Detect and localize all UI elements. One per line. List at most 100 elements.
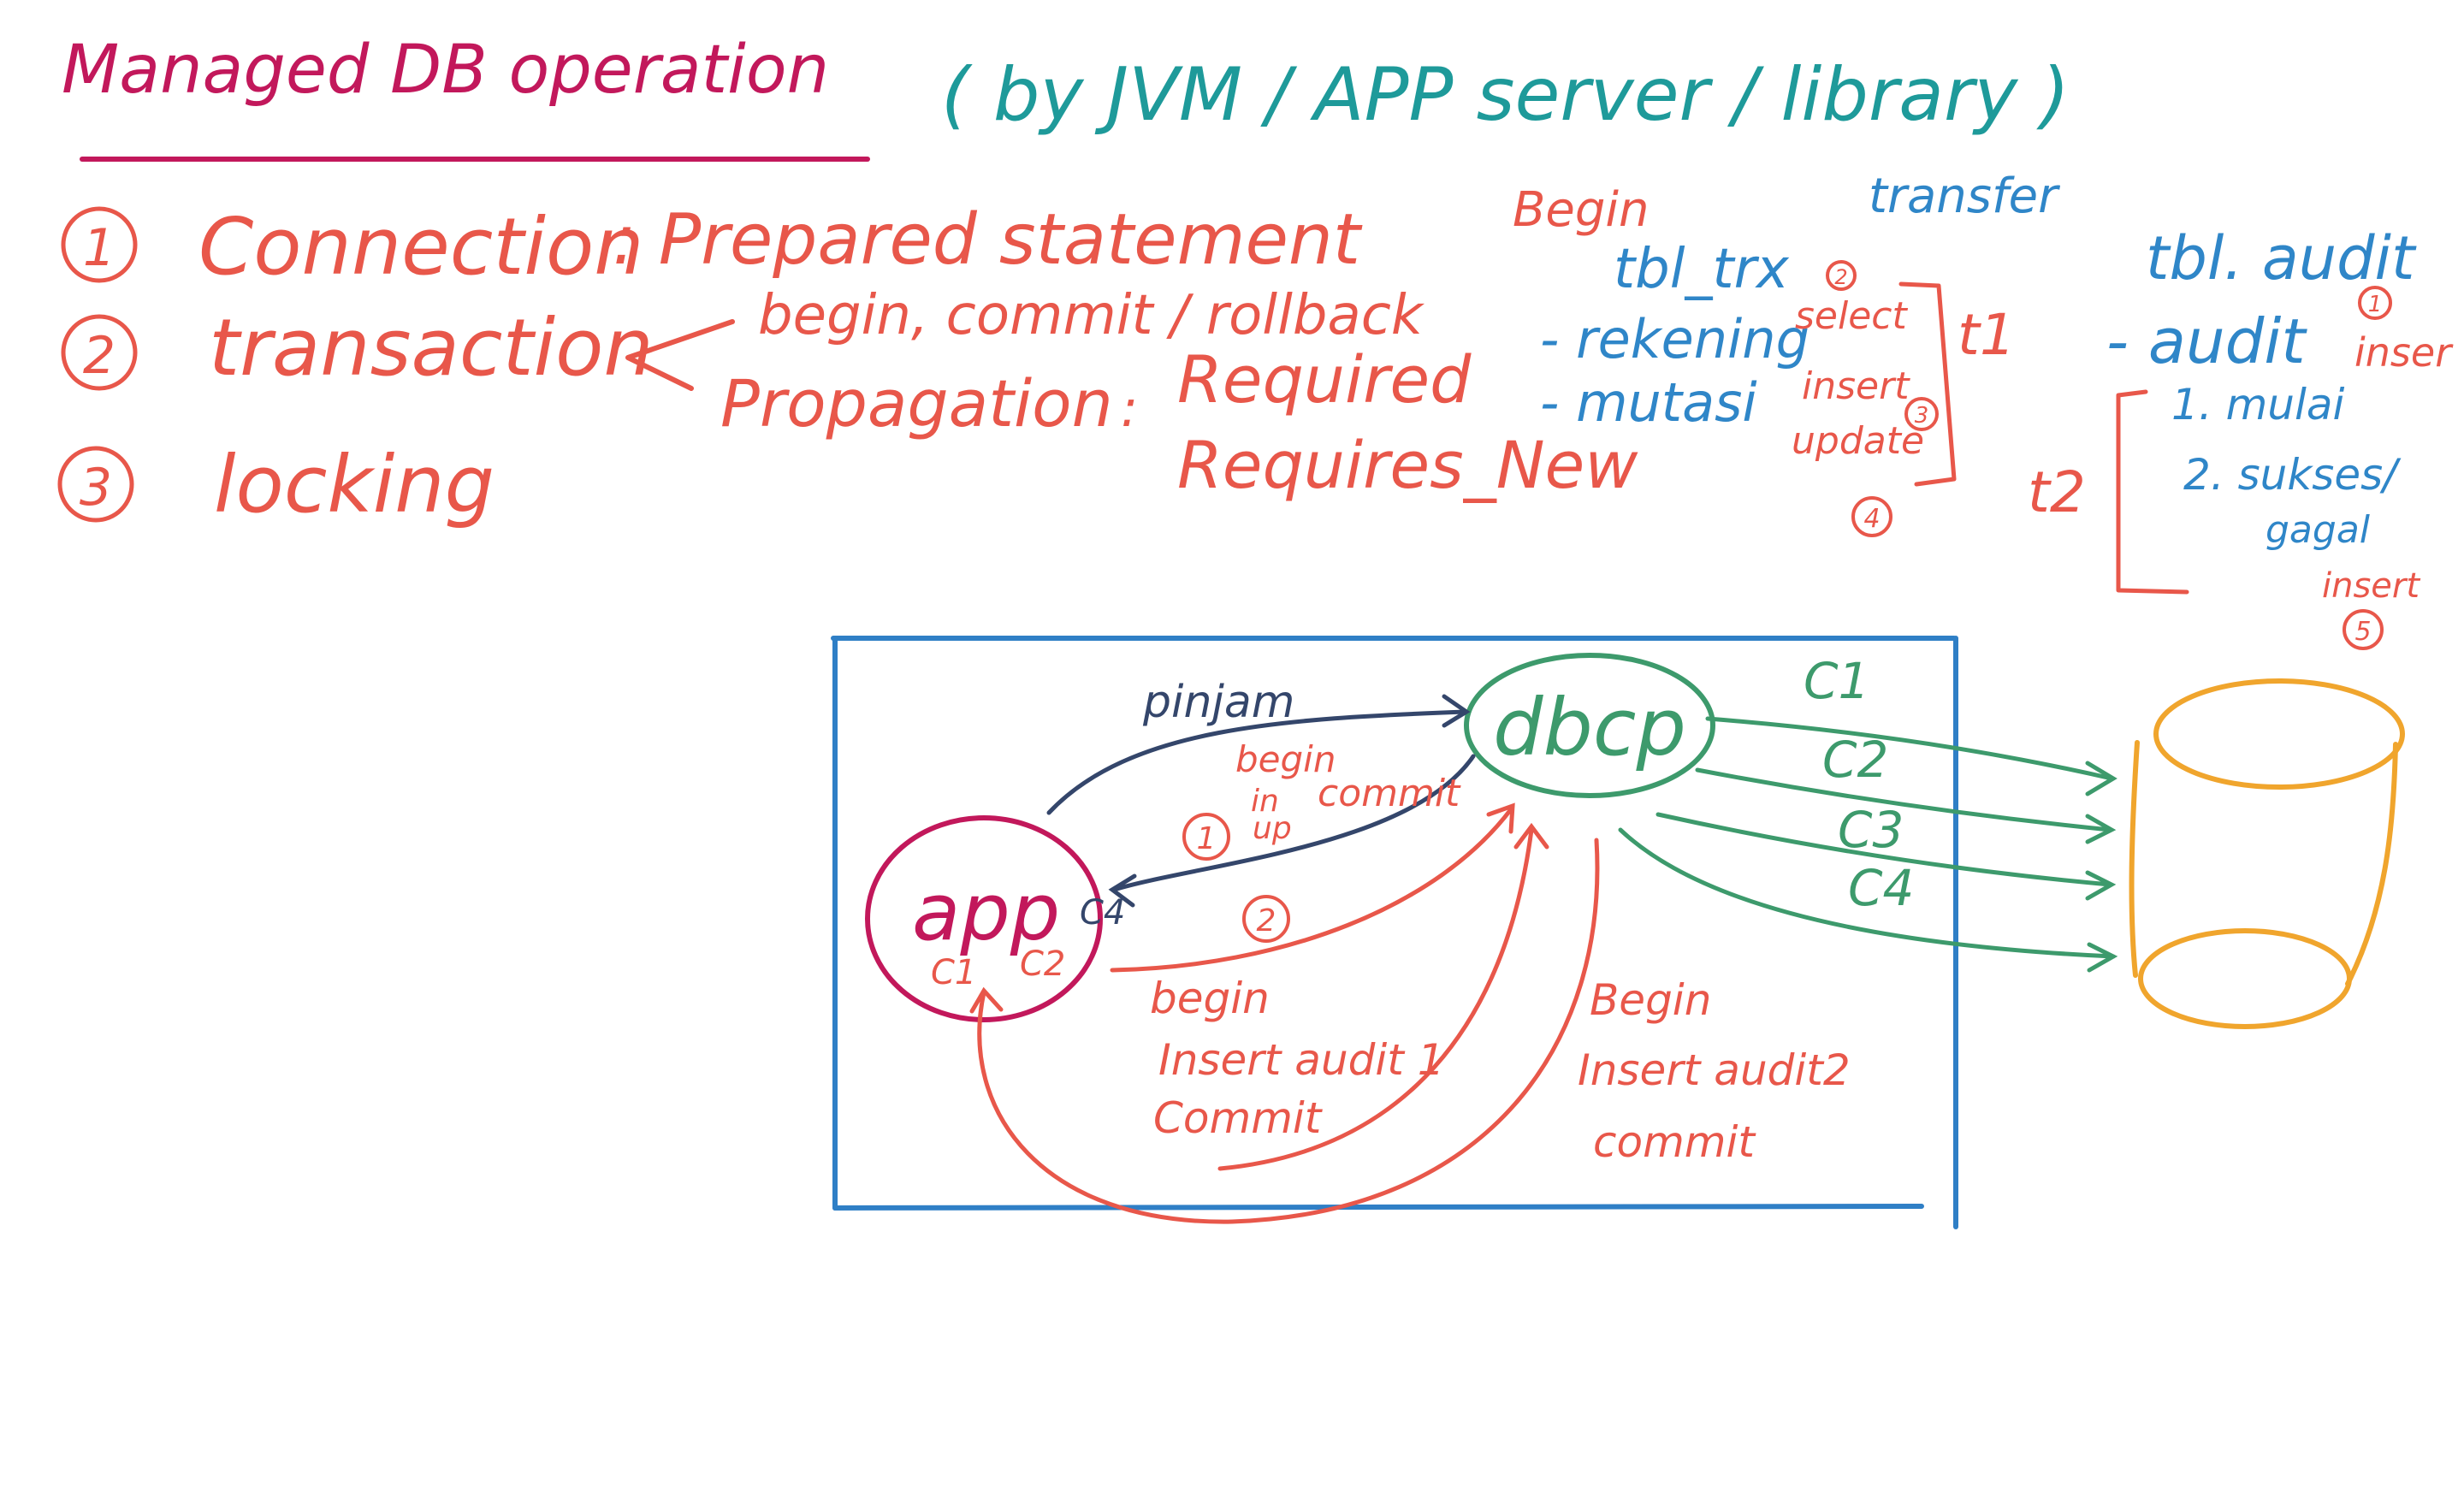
right-block-insert: Insert audit2 [1578,1045,1851,1095]
dbcp-label: dbcp [1493,682,1686,773]
audit-final-insert: insert [2322,566,2420,606]
t2-label: t2 [2028,459,2086,525]
t1-bracket [1898,281,1957,487]
audit-flow-arrowhead [1513,822,1549,850]
op-number-circle [1904,397,1939,431]
audit-flow-arrow [1217,827,1534,1171]
topic-detail-prepared-statement: : Prepared statement [613,199,1363,281]
audit-step-gagal: gagal [2266,508,2371,552]
note-requires-new: Requires_New [1177,427,1638,503]
flow-marker-1: 1 [1197,821,1217,856]
topic-number: 3 [80,458,112,518]
connection-lines [1618,716,2118,973]
connection-arrowhead [2085,761,2118,796]
right-block-commit: commit [1593,1117,1756,1167]
op-number-circle [2358,286,2392,320]
left-block-begin: begin [1150,974,1270,1023]
return-arrowhead [1108,873,1137,908]
audit-block: tbl. audit - audit 1 inser 1. mulai 2. s… [2106,223,2454,650]
topic-number: 2 [83,326,116,386]
topic-number-circle [57,446,134,523]
topic-list: 1 Connection : Prepared statement 2 tran… [57,199,1363,530]
audit-flow-arrowhead [1486,802,1515,834]
conn-label-c3: C3 [1838,801,1904,859]
op-number-circle [1851,496,1892,537]
table-name-audit: tbl. audit [2146,223,2417,293]
op-number: 5 [2354,617,2371,647]
pinjam-flow [1046,694,1476,908]
connection-arrowhead [2087,942,2118,973]
field-rekening: - rekening [1540,308,1810,370]
note-required: Required [1177,341,1472,417]
conn-label-c1: C1 [1804,652,1869,710]
return-flow-arrowhead [969,986,1004,1014]
flow-up-label: up [1253,811,1292,846]
transfer-title: transfer [1869,169,2060,224]
transaction-notes: begin, commit / rollback Propagation : R… [625,284,1638,503]
connection-arrowhead [2085,814,2117,844]
connection-line [1618,827,2116,959]
op-number-circle [1826,260,1857,291]
audit-flows [969,802,1600,1224]
connection-arrowhead [2085,870,2117,901]
conn-label-c4: C4 [1848,859,1914,917]
dbcp-pool [1464,653,1715,798]
right-block-begin: Begin [1590,975,1711,1025]
database-top [2153,678,2405,790]
flow-marker-circle [1242,895,1290,943]
audit-step-sukses: 2. sukses/ [2183,450,2402,500]
op-update: update [1792,419,1924,463]
t1-label: t1 [1958,302,2016,368]
flow-begin-label: begin [1235,738,1336,780]
left-block-insert: Insert audit 1 [1158,1035,1445,1085]
note-begin-commit-rollback: begin, commit / rollback [758,284,1425,347]
pinjam-label: pinjam [1142,677,1294,728]
op-number-circle [2343,609,2384,650]
topic-label-locking: locking [214,439,495,530]
op-number: 1 [2368,292,2383,317]
op-select: select [1795,294,1908,338]
op-number: 4 [1863,504,1880,534]
topic-number-circle [61,314,138,391]
field-mutasi: - mutasi [1540,371,1757,434]
database-right-side [2345,742,2398,986]
connection-line [1705,716,2114,781]
table-name-trx: tbl_trx [1614,238,1790,301]
database-bottom [2138,928,2352,1029]
app-conn-c4: C4 [1080,893,1125,932]
page-title: Managed DB operation [62,32,829,109]
note-propagation-separator: : [1121,379,1138,439]
return-arrow [1111,754,1476,892]
audit-insert-label: inser [2354,329,2454,376]
field-audit: - audit [2106,305,2307,377]
op-insert: insert [1802,364,1910,408]
transfer-begin-label: Begin [1513,182,1649,238]
return-flow-arrow [977,838,1600,1224]
audit-flow-arrow [1110,807,1513,973]
topic-label-connection: Connection [198,201,644,293]
app-conn-c1: C1 [931,953,976,992]
flow-marker-circle [1182,813,1230,861]
conn-label-c2: C2 [1822,731,1888,789]
connection-line [1695,767,2112,832]
database-cylinder [2129,678,2405,1029]
app-label: app [912,867,1060,958]
flow-marker-2: 2 [1257,903,1276,938]
pinjam-arrow [1046,709,1467,815]
pinjam-arrowhead [1442,694,1471,728]
audit-step-mulai: 1. mulai [2171,380,2345,429]
left-block-commit: Commit [1153,1093,1324,1143]
transfer-block: Begin transfer tbl_trx - rekening - muta… [1513,169,2086,537]
flow-in-label: in [1251,784,1279,819]
page-subtitle: ( by JVM / APP server / library ) [941,52,2070,138]
branch-arrow [625,319,735,391]
note-propagation-label: Propagation [720,365,1113,441]
topic-label-transaction: transaction [209,302,654,394]
op-number: 3 [1915,403,1929,429]
t2-bracket [2116,389,2189,595]
flow-commit-label: commit [1318,772,1461,815]
op-number: 2 [1834,265,1847,289]
database-left-side [2129,740,2140,978]
